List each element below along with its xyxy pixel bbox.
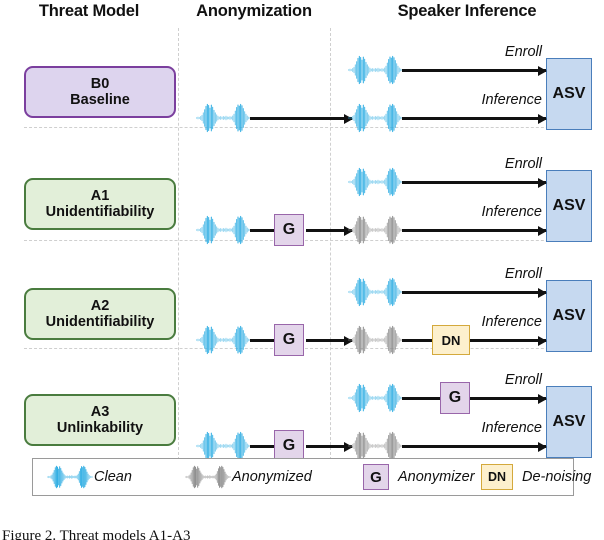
arrow-input-to-anonymizer <box>250 339 274 342</box>
anonymizer-block: G <box>274 214 304 246</box>
legend-item-de-noising: DN De-noising <box>481 459 591 495</box>
asv-block: ASV <box>546 58 592 130</box>
enroll-anonymizer-label: G <box>448 389 462 406</box>
legend-item-anonymized: Anonymized <box>185 459 312 495</box>
arrow-inference-to-denoise <box>402 339 432 342</box>
anonymizer-label: G <box>282 331 296 348</box>
legend-waveform-anonymized-icon <box>185 465 232 489</box>
threat-model-id: A2 <box>90 297 110 314</box>
arrow-enroll-to-asv <box>470 397 546 400</box>
threat-model-property: Unidentifiability <box>45 314 155 330</box>
threat-model-id: A1 <box>90 187 110 204</box>
legend-item-clean: Clean <box>47 459 132 495</box>
denoise-label: DN <box>441 332 461 348</box>
legend-label: Anonymizer <box>398 469 475 485</box>
threat-model-id: B0 <box>90 75 110 92</box>
legend: Clean Anonymized G Anonymizer DN De-noising <box>32 458 591 496</box>
inference-path-label: Inference <box>481 204 542 220</box>
waveform-inference <box>348 325 404 355</box>
threat-model-id: A3 <box>90 403 110 420</box>
arrow-enroll-to-asv <box>402 291 546 294</box>
anonymizer-label: G <box>282 221 296 238</box>
legend-g-box-icon: G <box>363 464 389 490</box>
arrow-anonymizer-to-inference-wave <box>306 339 352 342</box>
enroll-path-label: Enroll <box>504 372 542 388</box>
waveform-clean-input <box>196 215 252 245</box>
divider-vertical-2 <box>330 28 331 460</box>
enroll-path-label: Enroll <box>504 156 542 172</box>
legend-label: De-noising <box>522 469 592 485</box>
waveform-clean-input <box>196 325 252 355</box>
arrow-inference-to-asv <box>402 229 546 232</box>
threat-model-property: Unlinkability <box>56 420 144 436</box>
waveform-inference <box>348 103 404 133</box>
divider-row-1 <box>24 127 584 128</box>
legend-label: Clean <box>94 469 132 485</box>
waveform-clean-input <box>196 431 252 461</box>
legend-dn-box-icon: DN <box>481 464 513 490</box>
inference-path-label: Inference <box>481 314 542 330</box>
arrow-denoise-to-asv <box>470 339 546 342</box>
legend-box-symbol: DN <box>487 470 507 484</box>
arrow-enroll-to-asv <box>402 69 546 72</box>
legend-item-anonymizer: G Anonymizer <box>363 459 475 495</box>
divider-row-2 <box>24 240 584 241</box>
arrow-input-to-inference-wave <box>250 117 352 120</box>
divider-vertical-1 <box>178 28 179 460</box>
column-header-threat-model: Threat Model <box>38 2 140 20</box>
asv-label: ASV <box>552 413 586 430</box>
waveform-enroll <box>348 55 404 85</box>
legend-waveform-clean-icon <box>47 465 94 489</box>
arrow-inference-to-asv <box>402 445 546 448</box>
enroll-anonymizer-block: G <box>440 382 470 414</box>
asv-label: ASV <box>552 85 586 102</box>
figure-caption: Figure 2. Threat models A1-A3 <box>2 528 191 540</box>
waveform-inference <box>348 215 404 245</box>
threat-model-property: Baseline <box>70 92 130 108</box>
arrow-enroll-to-asv <box>402 181 546 184</box>
arrow-input-to-anonymizer <box>250 445 274 448</box>
column-header-anonymization: Anonymization <box>196 2 312 20</box>
column-header-speaker-inference: Speaker Inference <box>397 2 537 20</box>
legend-box-symbol: G <box>370 468 382 486</box>
waveform-clean-input <box>196 103 252 133</box>
arrow-anonymizer-to-inference-wave <box>306 229 352 232</box>
anonymizer-label: G <box>282 437 296 454</box>
inference-path-label: Inference <box>481 420 542 436</box>
threat-model-property: Unidentifiability <box>45 204 155 220</box>
asv-block: ASV <box>546 280 592 352</box>
arrow-anonymizer-to-inference-wave <box>306 445 352 448</box>
waveform-enroll <box>348 277 404 307</box>
arrow-enroll-to-anonymizer <box>402 397 440 400</box>
waveform-inference <box>348 431 404 461</box>
asv-block: ASV <box>546 386 592 458</box>
enroll-path-label: Enroll <box>504 266 542 282</box>
asv-label: ASV <box>552 197 586 214</box>
divider-row-3 <box>24 348 584 349</box>
anonymizer-block: G <box>274 324 304 356</box>
enroll-path-label: Enroll <box>504 44 542 60</box>
waveform-enroll <box>348 383 404 413</box>
legend-label: Anonymized <box>232 469 312 485</box>
waveform-enroll <box>348 167 404 197</box>
asv-label: ASV <box>552 307 586 324</box>
inference-path-label: Inference <box>481 92 542 108</box>
asv-block: ASV <box>546 170 592 242</box>
arrow-inference-to-asv <box>402 117 546 120</box>
arrow-input-to-anonymizer <box>250 229 274 232</box>
denoise-block: DN <box>432 325 470 355</box>
